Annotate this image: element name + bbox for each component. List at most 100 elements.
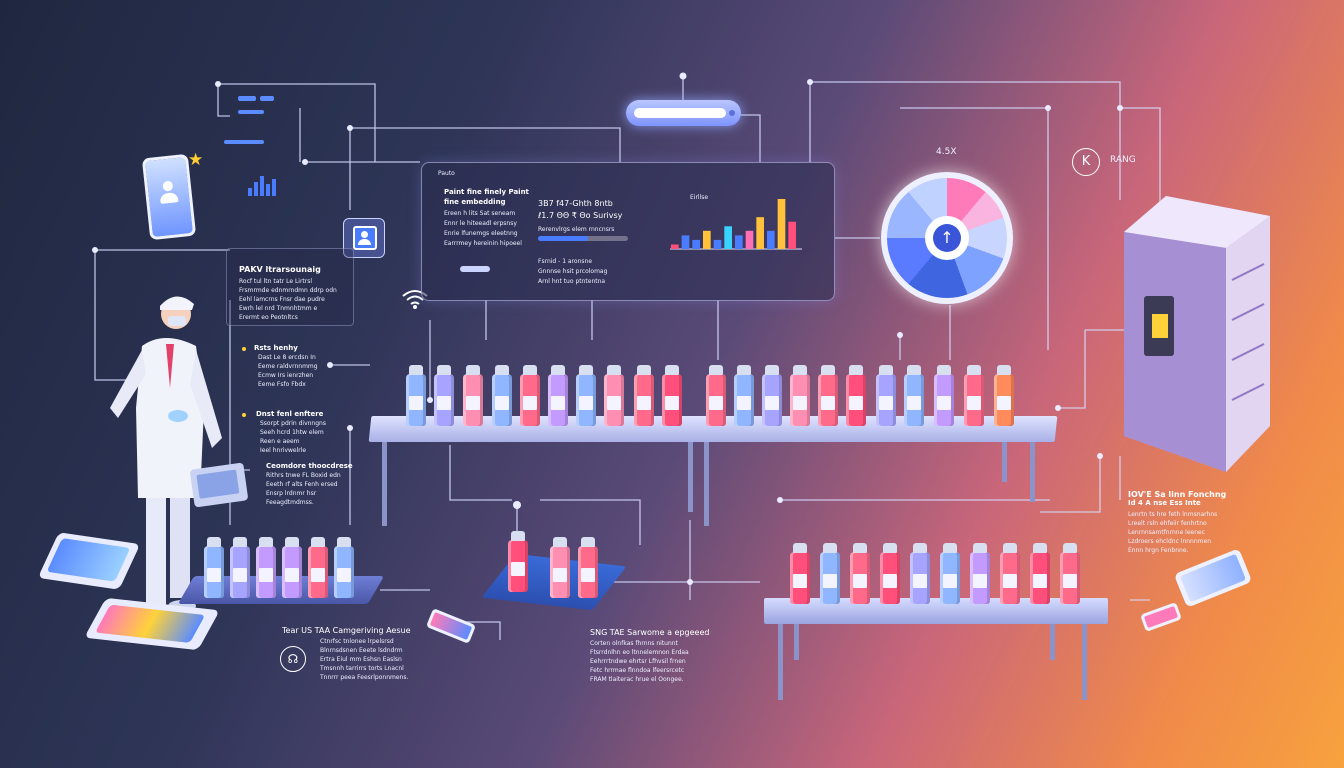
- star-icon: ★: [188, 150, 204, 170]
- block-line: Fetc hrrmae flnndoa lfeersrcetc: [590, 667, 685, 674]
- card-line: Ecmw Irs ienrzhen: [258, 372, 314, 379]
- card-line: Eehl lamcrns Fnsr dae pudre: [239, 296, 325, 303]
- chart-bar: [745, 230, 754, 249]
- block-line: Eehrrrtndwe ehrtsr Lfhvsil frnen: [590, 658, 686, 665]
- block-line: Ctnrfsc tnlonee lrpelsrsd: [320, 638, 394, 645]
- brand-name: RANG: [1110, 155, 1136, 165]
- status-field: [634, 108, 726, 118]
- card-title: Dnst fenl enftere: [256, 410, 324, 418]
- chart-bar: [671, 244, 679, 249]
- vial-row-right: [790, 543, 1090, 608]
- server-cabinet: [1124, 196, 1270, 476]
- chart-bar: [692, 239, 700, 249]
- brand-logo-icon: K: [1072, 148, 1100, 176]
- card-line: Eeme Fsfo Fbdx: [258, 381, 306, 388]
- chart-bar: [767, 230, 775, 249]
- chart-bar: [724, 226, 732, 249]
- block-line: Ftsrrdnlhn eo ltnnelemnon Erdaa: [590, 649, 689, 656]
- bullet-dot-icon: [242, 347, 246, 351]
- card-subtitle: Id 4 A nse Ess Inte: [1128, 499, 1201, 507]
- chart-bar: [777, 199, 786, 249]
- panel-line: Ennr le hiteeadl erpsnsy: [444, 220, 517, 227]
- main-lab-table: [368, 396, 1058, 536]
- card-title: IOV'E Sa linn Fonchng: [1128, 490, 1227, 499]
- card-line: Eeme raldvrnnmmg: [258, 363, 318, 370]
- upload-arrow-icon: ↑: [933, 224, 961, 252]
- sub-line: Gnnnse hsit prcolomag: [538, 268, 608, 275]
- card-line: Ensrp lrdnmr hsr: [266, 490, 317, 497]
- chart-bar: [703, 230, 711, 249]
- panel-heading: Paint fine finely Paint fine embedding: [444, 188, 529, 206]
- chart-bar: [713, 239, 722, 249]
- top-status-bar[interactable]: [626, 100, 741, 126]
- panel-left-lines: Ereen h lits Sat seneam Ennr le hiteeadl…: [444, 209, 522, 249]
- card-line: Lenrnnsamtfnrnne leenec: [1128, 529, 1206, 536]
- user-tile-icon[interactable]: [343, 218, 385, 258]
- status-dot-icon: [729, 110, 735, 116]
- left-card-4: Ceomdore thoocdrese Rithrs tnwe FL Boxid…: [256, 462, 353, 507]
- chart-bar: [681, 235, 690, 249]
- bottom-center-block: SNG TAE Sarwome a epgeeed Corten olnfkas…: [590, 628, 709, 684]
- block-title: SNG TAE Sarwome a epgeeed: [590, 628, 710, 637]
- chart-bar: [756, 217, 764, 249]
- vial-row-main: [406, 365, 1026, 430]
- card-title: Ceomdore thoocdrese: [266, 462, 353, 470]
- panel-line: Ereen h lits Sat seneam: [444, 210, 516, 217]
- card-line: Seeh hcrd 1htw elem: [260, 429, 324, 436]
- block-line: FRAM tlaiterac hrue el Oongee.: [590, 676, 684, 683]
- block-line: Tmsnnh tarrirrs torts Lnacnl: [320, 665, 404, 672]
- card-line: Ewrh lel nrd Tnmnhtmm e: [239, 305, 318, 312]
- card-line: Ieel hnrivwelrle: [260, 447, 307, 454]
- card-line: Ssorpt pdrin divnngns: [260, 420, 326, 427]
- vial-row-center: [508, 531, 608, 600]
- card-line: Frsmrmde ednmrndmn ddrp odn: [239, 287, 337, 294]
- card-title: PAKV ltrarsounaig: [239, 265, 321, 274]
- card-line: Lenrtn ts hre feth lnmsnarhns: [1128, 511, 1218, 518]
- block-title: Tear US TAA Camgeriving Aesue: [282, 626, 411, 635]
- chart-bar: [788, 221, 796, 249]
- mini-legend-bars: [224, 96, 296, 156]
- panel-progress: [460, 266, 490, 272]
- chart-title: Eirllse: [690, 194, 709, 201]
- metric-line-1: 3B7 f47-Ghth 8ntb: [538, 199, 613, 208]
- card-line: Lreelt rsln ehfeiir fenhrtno: [1128, 520, 1207, 527]
- metric-line-3: Rerenvlrgs elem rnncnsrs: [538, 226, 615, 233]
- left-card-3: Dnst fenl enftere Ssorpt pdrin divnngns …: [240, 410, 326, 455]
- block-line: Corten olnfkas fhrnns nitunnt: [590, 640, 678, 647]
- user-profile-icon: [157, 180, 179, 206]
- card-line: Dast Le 8 ercdsn In: [258, 354, 316, 361]
- sub-heading: Fsrnid - 1 aronsne: [538, 258, 593, 265]
- block-line: Ertra Eiul mm Eshsn Easlsn: [320, 656, 402, 663]
- block-line: Blnrnsdsnen Eeete lsdndrm: [320, 647, 403, 654]
- metric-line-2: ℓ1.7 ΘΘ ₹ Θo Surivsy: [538, 211, 623, 220]
- card-title: Rsts henhy: [254, 344, 298, 352]
- block-line: Tnnrrr peea Feesrlponnmens.: [320, 674, 409, 681]
- left-card-2: Rsts henhy Dast Le 8 ercdsn In Eeme rald…: [240, 344, 318, 389]
- scientist-figure: [104, 288, 254, 638]
- gauge-dial[interactable]: ↑: [881, 172, 1013, 304]
- panel-title: Pauto: [438, 170, 455, 177]
- dashboard-panel[interactable]: Pauto Paint fine finely Paint fine embed…: [421, 162, 835, 301]
- chart-bar: [735, 235, 743, 249]
- card-line: Feeagdtmdmss.: [266, 499, 314, 506]
- gauge-value: 4.5X: [936, 147, 957, 157]
- vial-row-left: [204, 537, 364, 602]
- card-line: Ennn hrgn Fenbnne.: [1128, 547, 1189, 554]
- headset-icon: ☊: [280, 646, 306, 672]
- bar-chart: [670, 199, 802, 250]
- metric-progress-bar: [538, 236, 628, 241]
- card-line: Reen e aeem: [260, 438, 300, 445]
- panel-line: Enrie lfunemgs eleetnng: [444, 230, 518, 237]
- mini-bar-chart-icon: [248, 172, 278, 196]
- card-line: Erermt eo Peotnltcs: [239, 314, 298, 321]
- card-line: Lzdroers ehcldnc lnnnnmen: [1128, 538, 1211, 545]
- bullet-dot-icon: [242, 413, 246, 417]
- left-card-1: PAKV ltrarsounaig Rocf tul ltn tatr Le L…: [226, 248, 354, 326]
- sub-line: Arnl hnt tuo ptntentna: [538, 278, 606, 285]
- card-line: Eeeth rf alts Fenh ersed: [266, 481, 338, 488]
- right-card: IOV'E Sa linn Fonchng Id 4 A nse Ess Int…: [1128, 490, 1226, 555]
- card-line: Rithrs tnwe FL Boxid edn: [266, 472, 341, 479]
- bottom-left-block: Tear US TAA Camgeriving Aesue Ctnrfsc tn…: [282, 626, 411, 682]
- card-line: Rocf tul ltn tatr Le Lirtrsl: [239, 278, 313, 285]
- panel-line: Earrrmey hereinin hipoeel: [444, 240, 522, 247]
